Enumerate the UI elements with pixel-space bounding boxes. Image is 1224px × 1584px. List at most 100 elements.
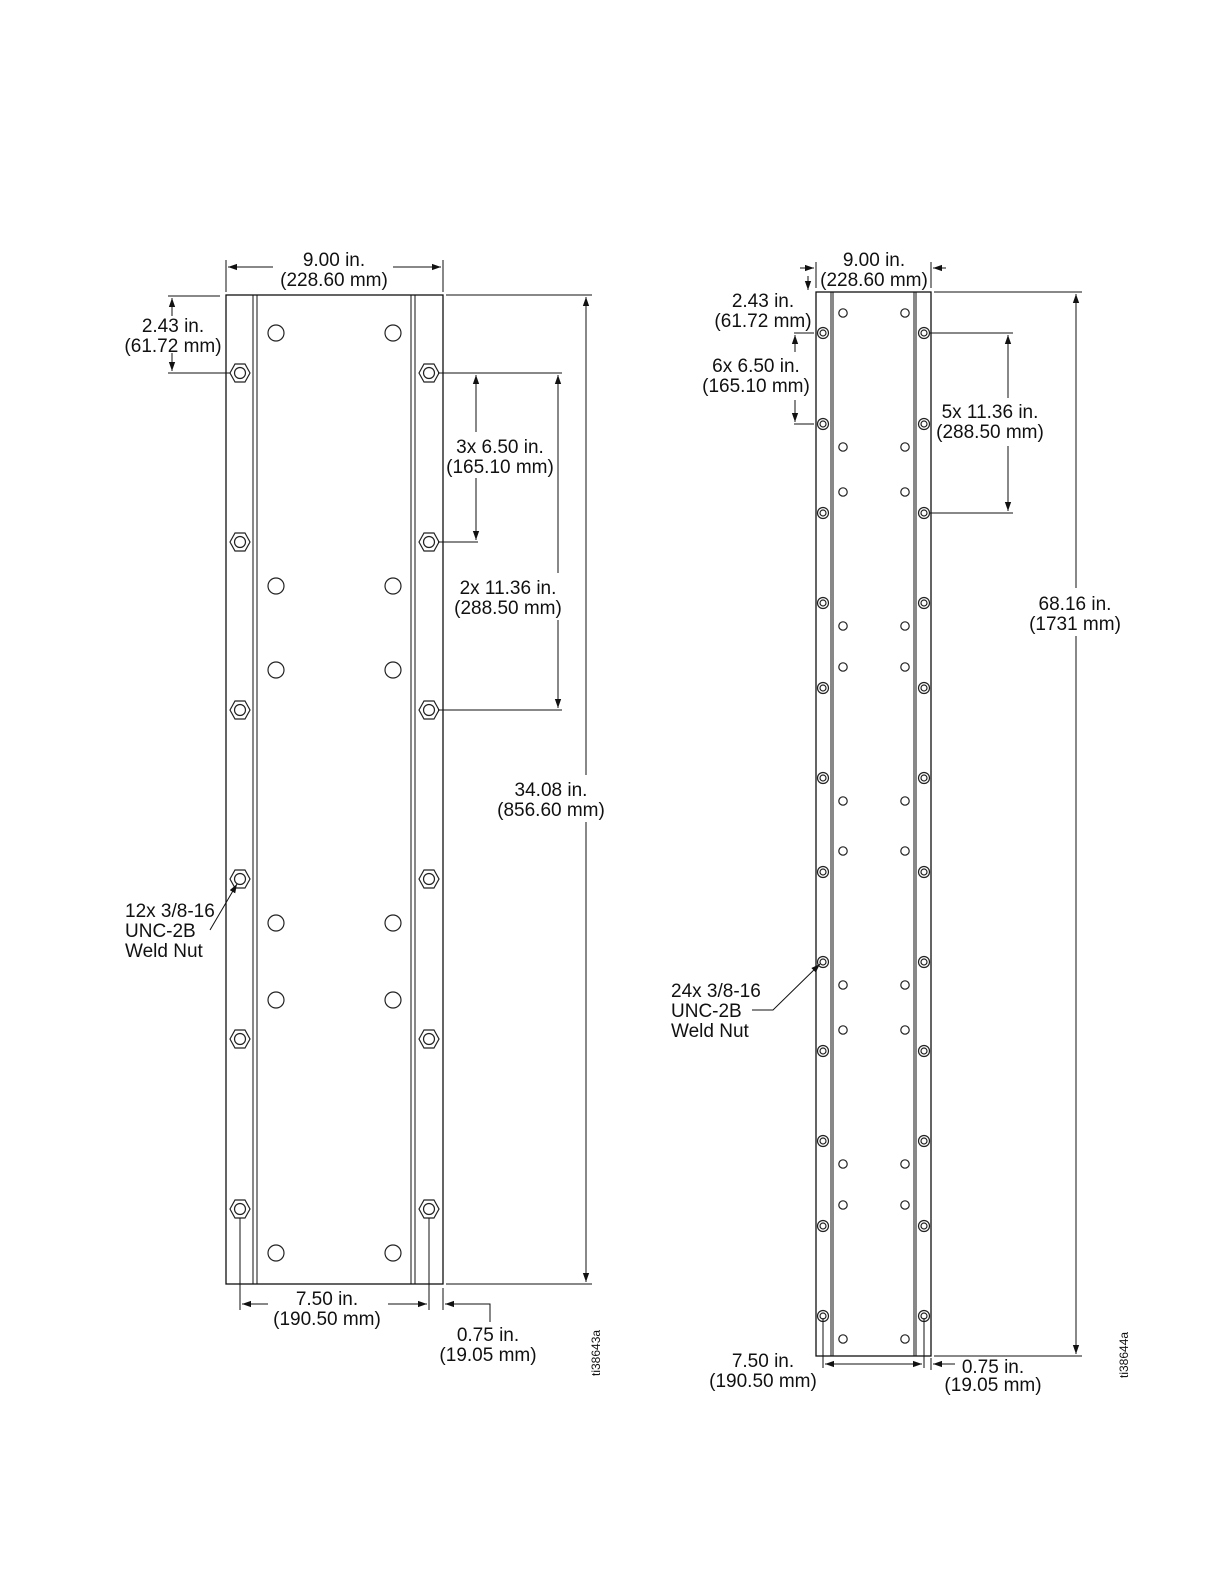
hole-icon [384,324,402,342]
left-spacing-long-in: 2x 11.36 in. [460,578,557,599]
hole-icon [384,577,402,595]
right-spacing-short-mm: (165.10 mm) [702,376,810,397]
hole-icon [267,661,285,679]
left-flange-mm: (19.05 mm) [439,1345,536,1366]
weld-nut-bore-icon [920,329,928,337]
hole-icon [838,796,848,806]
weld-nut-icon [418,869,440,889]
left-top-offset-mm: (61.72 mm) [124,336,221,357]
right-width-in: 9.00 in. [843,250,905,271]
weld-nut-bore-icon [819,509,827,517]
hole-icon [838,1025,848,1035]
left-top-offset-in: 2.43 in. [142,316,204,337]
hole-icon [900,1200,910,1210]
hole-icon [384,1244,402,1262]
hole-icon [384,661,402,679]
right-callout-line1: 24x 3/8-16 [671,981,761,1002]
hole-icon [838,621,848,631]
hole-icon [900,442,910,452]
left-inner-width-in: 7.50 in. [296,1289,358,1310]
weld-nut-icon [229,363,251,383]
hole-icon [838,1159,848,1169]
left-spacing-short-mm: (165.10 mm) [446,457,554,478]
weld-nut-bore-icon [819,868,827,876]
weld-nut-bore-icon [920,868,928,876]
weld-nut-bore-icon [920,1047,928,1055]
left-callout-line3: Weld Nut [125,941,204,962]
hole-icon [900,308,910,318]
left-spacing-long-mm: (288.50 mm) [454,598,562,619]
hole-icon [838,662,848,672]
hole-icon [900,980,910,990]
right-width-mm: (228.60 mm) [820,270,928,291]
right-top-offset-in: 2.43 in. [732,291,794,312]
hole-icon [838,1200,848,1210]
right-top-offset-mm: (61.72 mm) [714,311,811,332]
hole-icon [267,914,285,932]
right-weld-nuts [816,326,931,1323]
left-inner-width-mm: (190.50 mm) [273,1309,381,1330]
weld-nut-bore-icon [920,1222,928,1230]
hole-icon [384,914,402,932]
weld-nut-icon [229,700,251,720]
weld-nut-icon [418,700,440,720]
weld-nut-icon [418,1029,440,1049]
hole-icon [900,846,910,856]
weld-nut-bore-icon [819,774,827,782]
right-spacing-long-mm: (288.50 mm) [936,422,1044,443]
right-inner-width-mm: (190.50 mm) [709,1371,817,1392]
weld-nut-bore-icon [819,1222,827,1230]
hole-icon [838,980,848,990]
left-channel-outline [225,294,444,1285]
weld-nut-bore-icon [920,684,928,692]
hole-icon [267,1244,285,1262]
left-height-mm: (856.60 mm) [497,800,605,821]
weld-nut-bore-icon [819,958,827,966]
weld-nut-icon [418,1199,440,1219]
right-callout-line3: Weld Nut [671,1021,750,1042]
hole-icon [838,487,848,497]
weld-nut-icon [418,532,440,552]
weld-nut-bore-icon [920,509,928,517]
right-flange-mm: (19.05 mm) [944,1375,1041,1396]
hole-icon [838,442,848,452]
weld-nut-bore-icon [819,329,827,337]
weld-nut-bore-icon [819,420,827,428]
weld-nut-bore-icon [920,958,928,966]
right-interior-holes [838,308,910,1344]
weld-nut-bore-icon [819,1137,827,1145]
weld-nut-bore-icon [819,1047,827,1055]
hole-icon [838,1334,848,1344]
left-weld-nuts [229,363,440,1219]
hole-icon [267,324,285,342]
left-height-in: 34.08 in. [515,780,588,801]
weld-nut-icon [418,363,440,383]
left-channel-drawing: 9.00 in. (228.60 mm) 2.43 in. (61.72 mm)… [124,250,604,1376]
left-width-mm: (228.60 mm) [280,270,388,291]
left-flange-in: 0.75 in. [457,1325,519,1346]
right-inner-width-in: 7.50 in. [732,1351,794,1372]
left-interior-holes [267,324,402,1262]
hole-icon [267,577,285,595]
weld-nut-bore-icon [819,599,827,607]
weld-nut-bore-icon [920,420,928,428]
right-height-in: 68.16 in. [1039,594,1112,615]
weld-nut-icon [229,532,251,552]
right-spacing-long-in: 5x 11.36 in. [942,402,1039,423]
left-callout-line2: UNC-2B [125,921,196,942]
right-flange-in: 0.75 in. [962,1357,1024,1378]
weld-nut-icon [229,1029,251,1049]
right-spacing-short-in: 6x 6.50 in. [712,356,800,377]
hole-icon [838,308,848,318]
left-ref-id: ti38643a [589,1330,603,1376]
weld-nut-bore-icon [920,1137,928,1145]
hole-icon [267,991,285,1009]
hole-icon [900,662,910,672]
left-width-in: 9.00 in. [303,250,365,271]
right-channel-outline [815,291,932,1357]
hole-icon [900,621,910,631]
left-spacing-short-in: 3x 6.50 in. [456,437,544,458]
right-ref-id: ti38644a [1117,1332,1131,1378]
weld-nut-bore-icon [920,774,928,782]
